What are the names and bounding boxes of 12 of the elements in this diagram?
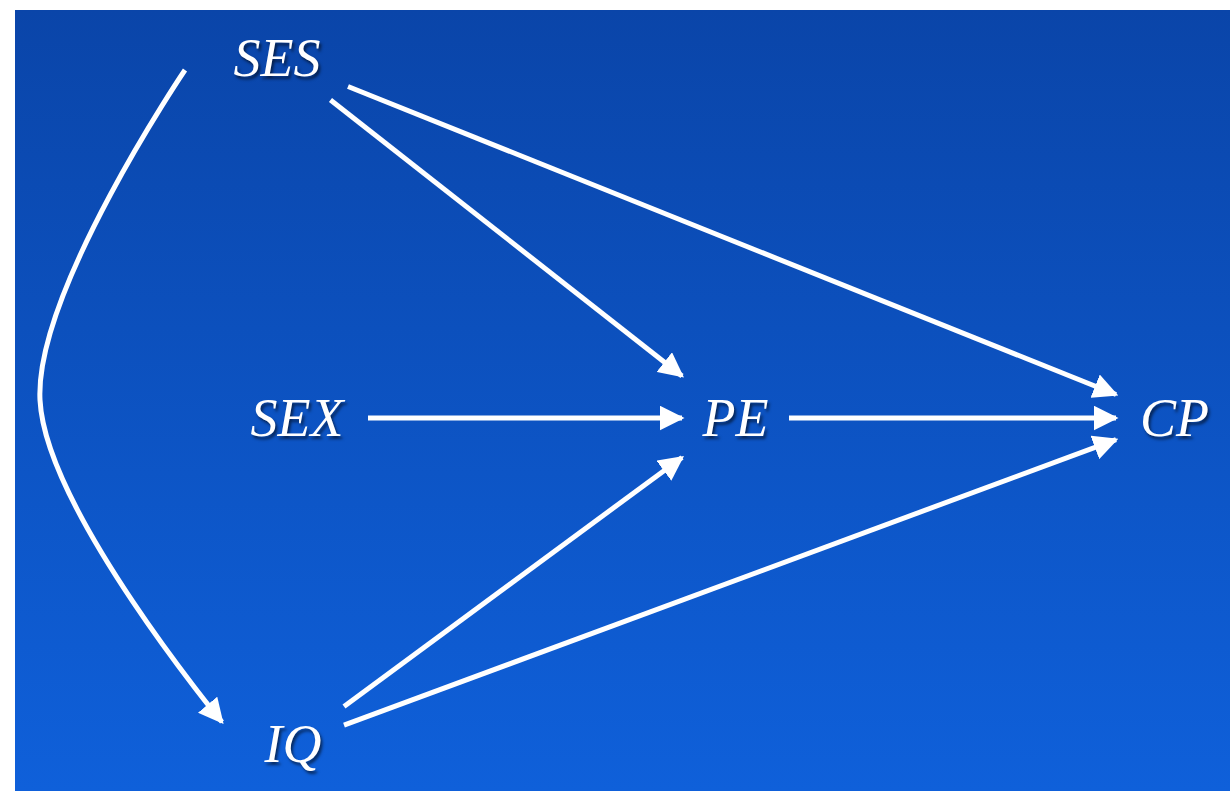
arrow [789, 405, 1119, 431]
node-label: SES [233, 27, 321, 89]
node-label: IQ [264, 713, 322, 775]
node-label: CP [1140, 387, 1209, 449]
arrow [347, 84, 1119, 398]
arrow [368, 405, 685, 431]
arrow [328, 98, 684, 378]
arrow [37, 68, 224, 724]
node-label: PE [702, 387, 769, 449]
node-label: SEX [250, 387, 344, 449]
arrow [343, 435, 1119, 728]
arrow [342, 455, 684, 709]
